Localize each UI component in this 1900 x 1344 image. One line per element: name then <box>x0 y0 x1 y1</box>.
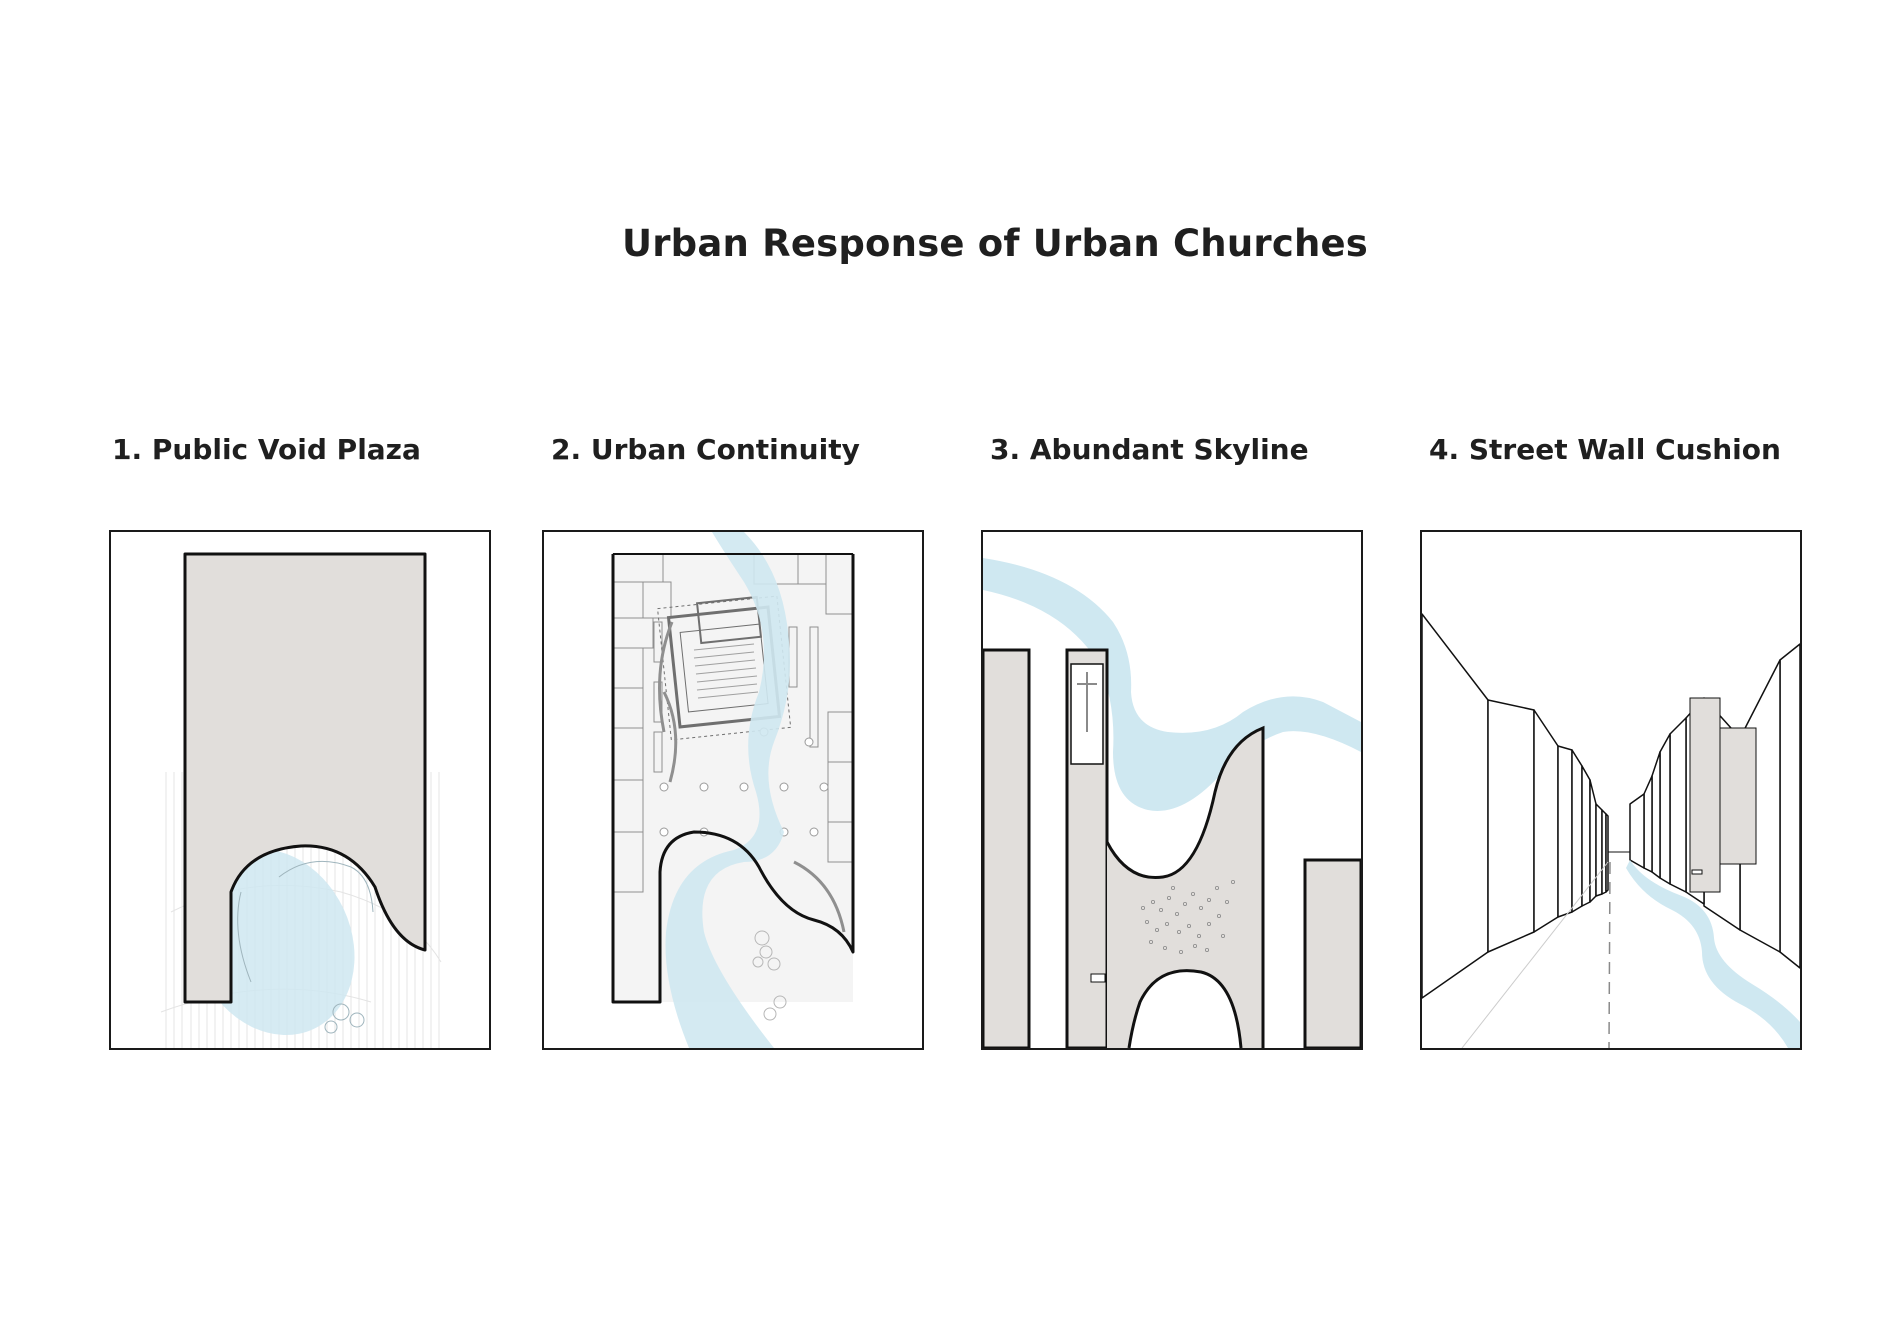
street-cushion-flow <box>1626 860 1800 1048</box>
scattered-dots <box>1140 879 1235 954</box>
panel-4-title: 4. Street Wall Cushion <box>1429 433 1781 466</box>
exterior-trees <box>752 930 787 1021</box>
floor-plan-footprint <box>613 554 853 1002</box>
street-wall-cushion-diagram <box>1422 613 1800 1048</box>
street-edge-left <box>1461 861 1609 1048</box>
sanctuary-pews <box>693 643 759 699</box>
tower-right <box>1303 858 1361 1048</box>
panel-1-title: 1. Public Void Plaza <box>112 433 421 466</box>
panel-abundant-skyline <box>981 530 1363 1050</box>
church-entry-marker <box>1691 869 1703 875</box>
church-side-mass <box>1719 727 1757 865</box>
abundant-skyline-diagram <box>983 558 1361 1048</box>
tower-left <box>983 648 1031 1048</box>
church-mass <box>183 552 427 1004</box>
structural-columns <box>659 727 829 837</box>
small-window <box>1090 973 1106 983</box>
skyline-flow-path <box>983 558 1361 811</box>
panel-2-title: 2. Urban Continuity <box>551 433 860 466</box>
panel-urban-continuity <box>542 530 924 1050</box>
urban-continuity-diagram <box>611 532 855 1048</box>
church-facade-mass <box>1689 697 1721 893</box>
cross-icon <box>1077 672 1097 732</box>
panel-public-void-plaza <box>109 530 491 1050</box>
panel-street-wall-cushion <box>1420 530 1802 1050</box>
panel-3-title: 3. Abundant Skyline <box>990 433 1309 466</box>
urban-flow-path <box>665 532 790 1048</box>
church-nave-outline <box>1105 725 1265 1048</box>
church-nave-mass <box>1107 728 1263 1048</box>
page-title: Urban Response of Urban Churches <box>621 222 1369 265</box>
plaza-plan-lines <box>237 860 374 1034</box>
building-outline <box>611 554 855 1004</box>
street-centerline <box>1608 861 1611 1048</box>
public-void-plaza-diagram <box>160 552 442 1048</box>
curved-walls <box>658 621 846 933</box>
